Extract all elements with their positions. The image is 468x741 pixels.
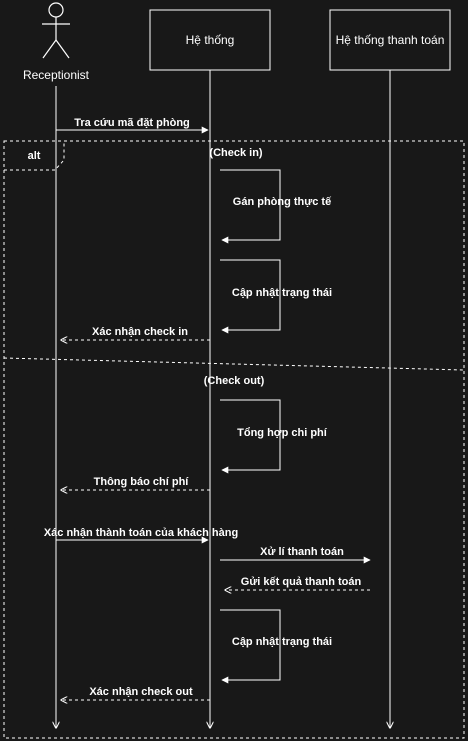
- participant-he-thong-thanh-toan[interactable]: Hệ thống thanh toán: [329, 9, 451, 71]
- message-xac-nhan-thanh-toan: Xác nhận thành toán của khách hàng: [44, 527, 238, 544]
- message-label: Xử lí thanh toán: [260, 546, 344, 558]
- actor-receptionist[interactable]: Receptionist: [23, 2, 90, 82]
- message-gui-ket-qua: Gửi kết quả thanh toán: [225, 576, 370, 590]
- message-xac-nhan-check-out: Xác nhận check out: [61, 686, 210, 700]
- message-label: Cập nhật trạng thái: [232, 636, 332, 648]
- message-label: Xác nhận thành toán của khách hàng: [44, 527, 238, 539]
- participant-label: Hệ thống: [186, 33, 235, 47]
- message-label: Xác nhận check out: [89, 686, 193, 698]
- actor-leg-right: [55, 39, 70, 59]
- message-arrow: [220, 259, 281, 334]
- message-label: Xác nhận check in: [92, 326, 188, 338]
- message-arrow: [220, 169, 281, 244]
- fragment-operator-tab: [4, 141, 65, 171]
- message-thong-bao-chi-phi: Thông báo chí phí: [61, 476, 210, 490]
- fragment-operator: alt: [28, 150, 41, 162]
- message-label: Gán phòng thực tế: [233, 196, 332, 208]
- message-label: Tổng hợp chi phí: [237, 427, 328, 439]
- actor-label: Receptionist: [23, 68, 90, 82]
- message-label: Cập nhật trạng thái: [232, 287, 332, 299]
- actor-head: [48, 2, 64, 18]
- participant-label: Hệ thống thanh toán: [336, 33, 445, 47]
- actor-leg-left: [42, 39, 57, 59]
- message-label: Thông báo chí phí: [94, 476, 190, 488]
- self-message-cap-nhat-2: Cập nhật trạng thái: [220, 609, 332, 684]
- message-arrow: [220, 609, 281, 684]
- fragment-frame: [3, 140, 465, 739]
- message-label: Gửi kết quả thanh toán: [241, 576, 362, 588]
- fragment-divider: [3, 357, 465, 371]
- participant-he-thong[interactable]: Hệ thống: [149, 9, 271, 71]
- fragment-guard-check-out: (Check out): [204, 375, 265, 387]
- participant-box: [149, 9, 271, 71]
- self-message-tong-hop: Tổng hợp chi phí: [220, 399, 328, 474]
- self-message-cap-nhat-1: Cập nhật trạng thái: [220, 259, 332, 334]
- fragment-guard-check-in: (Check in): [209, 147, 263, 159]
- self-message-gan-phong: Gán phòng thực tế: [220, 169, 332, 244]
- message-label: Tra cứu mã đặt phòng: [74, 117, 190, 129]
- message-xac-nhan-check-in: Xác nhận check in: [61, 326, 210, 340]
- message-tra-cuu: Tra cứu mã đặt phòng: [56, 117, 209, 134]
- message-xu-li-thanh-toan: Xử lí thanh toán: [220, 546, 371, 564]
- participant-box: [329, 9, 451, 71]
- message-arrow: [220, 399, 281, 474]
- alt-fragment: alt (Check in) (Check out): [3, 140, 465, 739]
